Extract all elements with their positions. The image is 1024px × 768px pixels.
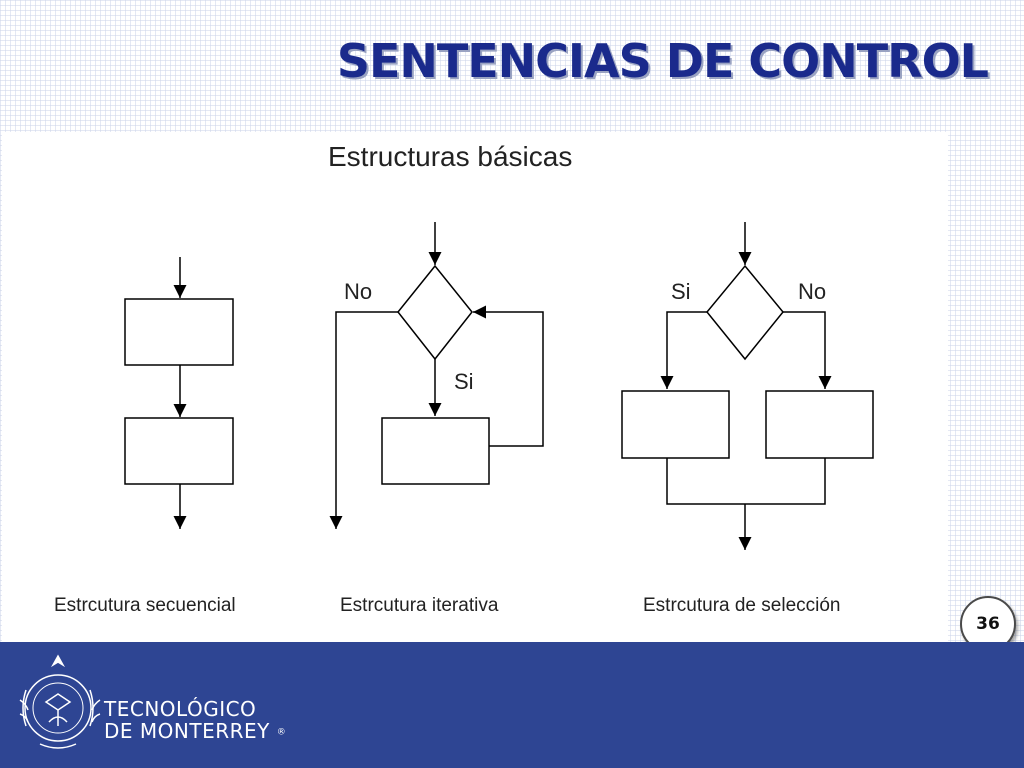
brand-line-1: TECNOLÓGICO [104, 697, 257, 721]
sel-process-box-left [621, 390, 730, 459]
sel-label-no: No [798, 279, 826, 304]
brand-line-2-text: DE MONTERREY [104, 719, 270, 743]
iter-decision-diamond [397, 264, 473, 361]
iter-process-box [381, 417, 490, 485]
sel-process-box-right [765, 390, 874, 459]
flowchart-diagram: Estructuras básicas Estrcutura secuencia… [54, 141, 874, 616]
caption-iterative: Estrcutura iterativa [340, 595, 499, 616]
registered-mark: ® [276, 727, 287, 738]
iter-label-no: No [344, 279, 372, 304]
sel-label-si: Si [671, 279, 691, 304]
page-number: 36 [976, 614, 1000, 634]
iter-no-path [329, 311, 398, 529]
caption-selection: Estrcutura de selección [643, 595, 841, 616]
sel-si-path [660, 311, 707, 389]
slide-title: SENTENCIAS DE CONTROL [336, 34, 989, 88]
sequential-structure [124, 257, 234, 529]
footer-brand: TECNOLÓGICO DE MONTERREY ® [104, 698, 286, 744]
iterative-structure [329, 222, 544, 529]
sel-decision-diamond [706, 264, 784, 361]
diagram-panel: Estructuras básicas Estrcutura secuencia… [2, 132, 948, 642]
seq-process-box-2 [124, 417, 234, 485]
seq-process-box-1 [124, 298, 234, 366]
sel-no-path [783, 311, 832, 389]
footer-band [0, 642, 1024, 768]
tec-monterrey-seal-icon [19, 654, 101, 749]
sel-merge-line [666, 458, 826, 505]
diagram-heading: Estructuras básicas [328, 141, 572, 172]
brand-line-2: DE MONTERREY ® [104, 720, 286, 744]
caption-sequential: Estrcutura secuencial [54, 595, 236, 616]
iter-label-si: Si [454, 369, 474, 394]
iter-loop-back [473, 305, 544, 447]
selection-structure [621, 222, 874, 550]
